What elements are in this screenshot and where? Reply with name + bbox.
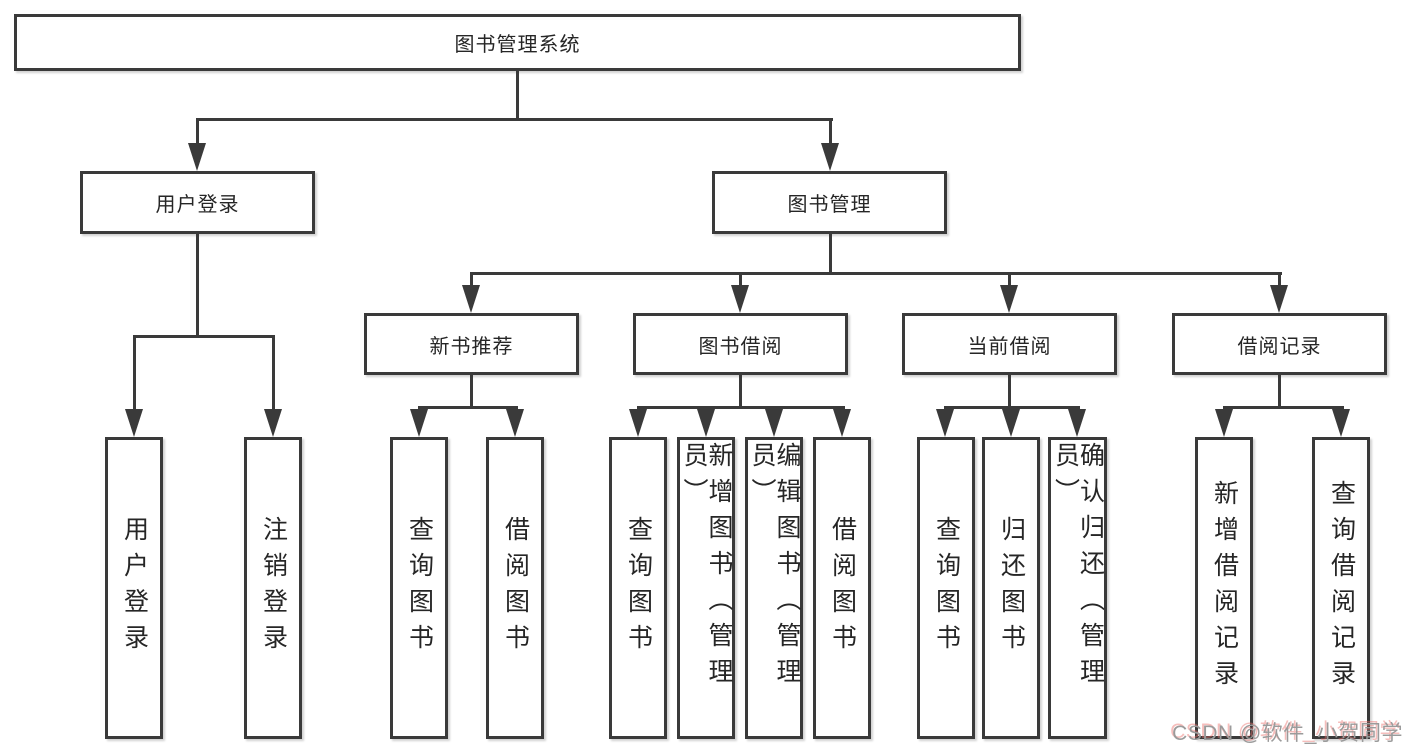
node-book-borrowing: 图书借阅 bbox=[633, 313, 848, 375]
node-user-login-action: 用户登录 bbox=[105, 437, 163, 739]
connector-line bbox=[516, 70, 519, 120]
connector-line bbox=[470, 272, 473, 288]
arrow-down-icon bbox=[1332, 409, 1350, 437]
node-bb-edit-books-admin: 编辑图书（管理员） bbox=[745, 437, 803, 739]
connector-line bbox=[196, 118, 199, 150]
node-br-query-record: 查询借阅记录 bbox=[1312, 437, 1370, 739]
node-cb-query-books: 查询图书 bbox=[917, 437, 975, 739]
connector-line bbox=[470, 375, 473, 409]
arrow-down-icon bbox=[506, 409, 524, 437]
connector-line bbox=[272, 335, 275, 411]
arrow-down-icon bbox=[125, 409, 143, 437]
connector-line bbox=[637, 406, 845, 409]
node-bb-add-books-admin: 新增图书（管理员） bbox=[677, 437, 735, 739]
arrow-down-icon bbox=[1068, 409, 1086, 437]
node-current-borrowing: 当前借阅 bbox=[902, 313, 1117, 375]
node-nb-query-books: 查询图书 bbox=[390, 437, 448, 739]
arrow-down-icon bbox=[765, 409, 783, 437]
arrow-down-icon bbox=[264, 409, 282, 437]
connector-line bbox=[739, 375, 742, 409]
node-book-management: 图书管理 bbox=[712, 171, 947, 234]
node-cb-return-books: 归还图书 bbox=[982, 437, 1040, 739]
arrow-down-icon bbox=[462, 285, 480, 313]
node-bb-borrow-books: 借阅图书 bbox=[813, 437, 871, 739]
connector-line bbox=[196, 233, 199, 337]
connector-line bbox=[829, 233, 832, 275]
node-new-book-recommendation: 新书推荐 bbox=[364, 313, 579, 375]
arrow-down-icon bbox=[410, 409, 428, 437]
connector-line bbox=[133, 335, 275, 338]
node-nb-borrow-books: 借阅图书 bbox=[486, 437, 544, 739]
connector-line bbox=[133, 335, 136, 411]
watermark: CSDN @软件_小贺同学 bbox=[1172, 722, 1403, 745]
connector-line bbox=[196, 118, 833, 121]
node-logout-action: 注销登录 bbox=[244, 437, 302, 739]
arrow-down-icon bbox=[1002, 409, 1020, 437]
arrow-down-icon bbox=[936, 409, 954, 437]
arrow-down-icon bbox=[821, 143, 839, 171]
node-cb-confirm-return-admin: 确认归还（管理员） bbox=[1048, 437, 1107, 739]
node-user-login: 用户登录 bbox=[80, 171, 315, 234]
node-borrowing-records: 借阅记录 bbox=[1172, 313, 1387, 375]
arrow-down-icon bbox=[629, 409, 647, 437]
connector-line bbox=[739, 272, 742, 288]
arrow-down-icon bbox=[1270, 285, 1288, 313]
node-library-system: 图书管理系统 bbox=[14, 14, 1021, 71]
node-bb-query-books: 查询图书 bbox=[609, 437, 667, 739]
arrow-down-icon bbox=[1000, 285, 1018, 313]
node-br-add-record: 新增借阅记录 bbox=[1195, 437, 1253, 739]
connector-line bbox=[1008, 272, 1011, 288]
arrow-down-icon bbox=[1215, 409, 1233, 437]
connector-line bbox=[1223, 406, 1344, 409]
connector-line bbox=[1278, 375, 1281, 409]
connector-line bbox=[470, 272, 1282, 275]
connector-line bbox=[829, 118, 832, 150]
connector-line bbox=[1278, 272, 1281, 288]
connector-line bbox=[1008, 375, 1011, 409]
arrow-down-icon bbox=[833, 409, 851, 437]
connector-line bbox=[418, 406, 518, 409]
arrow-down-icon bbox=[731, 285, 749, 313]
arrow-down-icon bbox=[188, 143, 206, 171]
arrow-down-icon bbox=[697, 409, 715, 437]
